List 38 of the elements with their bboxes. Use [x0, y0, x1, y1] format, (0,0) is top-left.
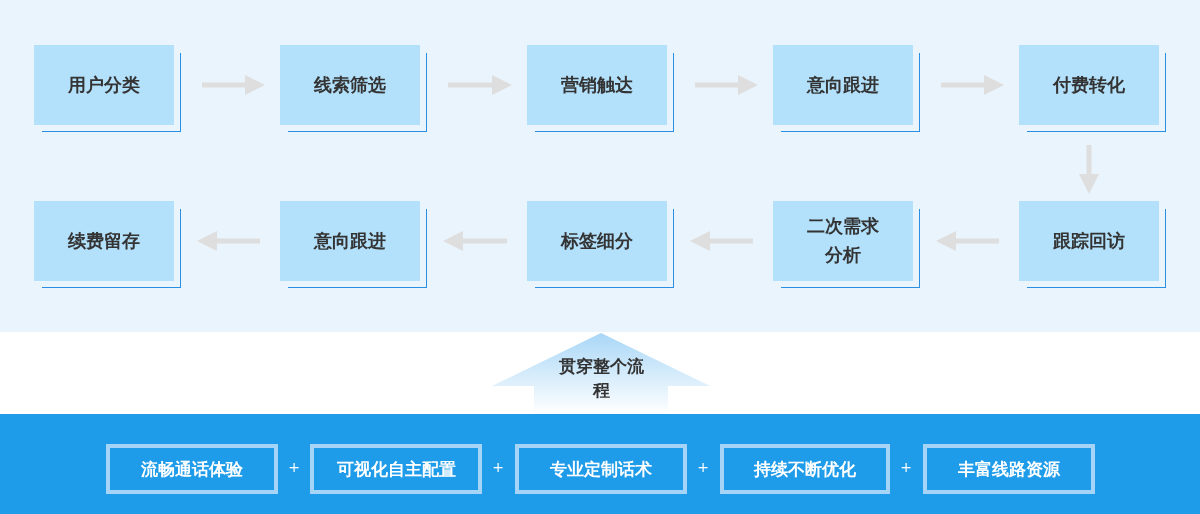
arrow — [695, 75, 758, 95]
step-label: 意向跟进 — [312, 228, 387, 253]
process-card — [1019, 201, 1167, 289]
arrow — [936, 231, 999, 251]
process-card — [527, 201, 675, 289]
step-label: 跟踪回访 — [1052, 228, 1126, 253]
step-label: 营销触达 — [560, 72, 634, 97]
arrow — [197, 231, 260, 251]
process-card — [280, 201, 428, 289]
plus-sign: + — [697, 459, 709, 475]
arrow — [941, 75, 1004, 95]
plus-sign: + — [288, 459, 300, 475]
process-card — [34, 45, 182, 133]
process-card — [280, 45, 428, 133]
step-label: 标签细分 — [559, 228, 634, 253]
process-card — [527, 45, 675, 133]
arrow — [448, 75, 512, 95]
arrow — [1079, 145, 1099, 194]
feature-box: 专业定制话术 — [515, 444, 687, 494]
arrow — [202, 75, 265, 95]
process-card — [1019, 45, 1167, 133]
feature-box: 可视化自主配置 — [310, 444, 482, 494]
process-card — [34, 201, 182, 289]
step-label: 意向跟进 — [805, 72, 880, 97]
process-card — [773, 45, 921, 133]
step-label: 用户分类 — [67, 72, 141, 97]
plus-sign: + — [492, 459, 504, 475]
feature-box: 流畅通话体验 — [106, 444, 278, 494]
arrow — [443, 231, 507, 251]
step-label: 线索筛选 — [312, 72, 387, 97]
arrow — [690, 231, 753, 251]
step-label: 二次需求分析 — [806, 214, 880, 267]
feature-box: 丰富线路资源 — [923, 444, 1095, 494]
step-label: 续费留存 — [66, 228, 141, 253]
step-label: 付费转化 — [1051, 72, 1126, 97]
plus-sign: + — [900, 459, 912, 475]
feature-box: 持续不断优化 — [720, 444, 890, 494]
process-card — [773, 201, 921, 289]
